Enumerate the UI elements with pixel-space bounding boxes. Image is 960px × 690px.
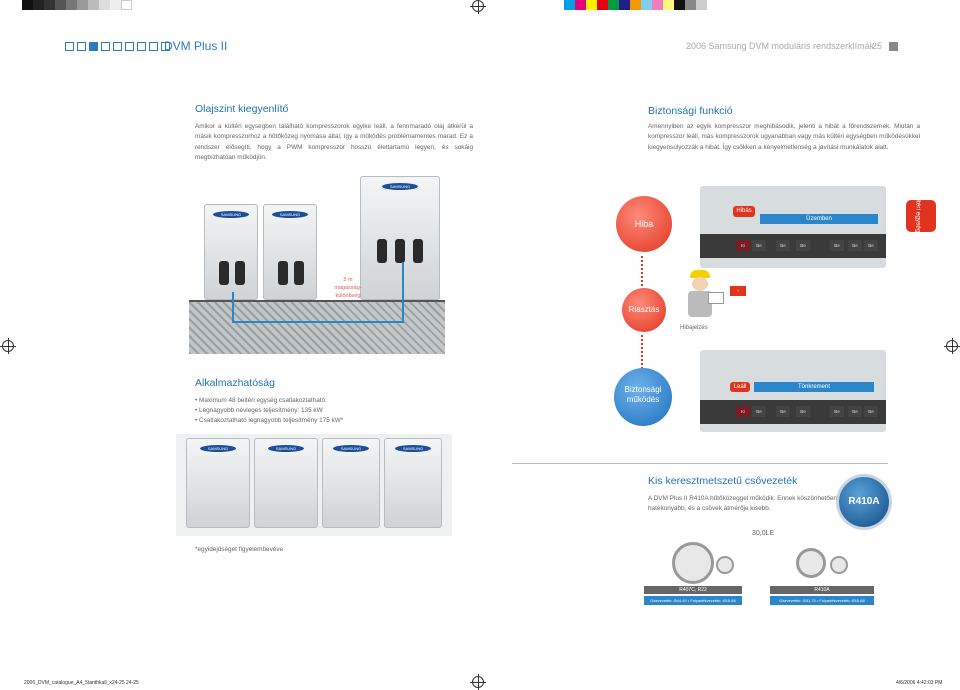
header-square-icon: [889, 42, 898, 51]
apply-item: • Maximum 48 beltéri egység csatlakoztat…: [195, 397, 327, 404]
comp-be-4: Be: [830, 240, 844, 251]
outdoor-unit-1: SAMSUNG: [204, 204, 258, 300]
running-bar: Üzemben: [760, 214, 878, 224]
pipe-title: Kis keresztmetszetű csővezeték: [648, 475, 798, 487]
comp2-be-4: Be: [830, 406, 844, 417]
pipe-vertical-right: [402, 262, 404, 323]
apply-item: • Legnagyobb névleges teljesítmény: 135 …: [195, 407, 323, 414]
fault-circle: Hiba: [616, 196, 672, 252]
oil-title: Olajszint kiegyenlítő: [195, 103, 289, 115]
registration-mark-top: [470, 0, 486, 14]
old-ref-label: R407C, R22: [644, 586, 742, 594]
registration-mark-bottom: [470, 674, 486, 690]
error-report-label: Hibajelzés: [680, 325, 708, 331]
header-squares: [65, 42, 170, 51]
color-calibration-strip-right: [564, 0, 707, 10]
pipe-body: A DVM Plus II R410A hűtőközeggel működik…: [648, 495, 837, 513]
comp2-be-3: Be: [796, 406, 810, 417]
color-calibration-strip: [22, 0, 132, 10]
comp2-be-5: Be: [848, 406, 862, 417]
safe-operation-circle: Biztonsági működés: [614, 368, 672, 426]
footnote: *egyidejűséget figyelembevéve: [195, 546, 284, 553]
faulty-tag: Hibás: [733, 206, 755, 217]
header-title: 2006 Samsung DVM moduláris rendszerklímá…: [686, 41, 875, 51]
outdoor-unit-c: SAMSUNG: [322, 438, 380, 528]
comp-be-1: Be: [752, 240, 766, 251]
comp2-be-1: Be: [752, 406, 766, 417]
comp2-be-2: Be: [776, 406, 790, 417]
comp-be-5: Be: [848, 240, 862, 251]
divider: [512, 463, 888, 464]
apply-list: • Maximum 48 beltéri egység csatlakoztat…: [195, 396, 343, 426]
comp-be-6: Be: [864, 240, 878, 251]
outdoor-unit-tall: SAMSUNG: [360, 176, 440, 300]
comp-ki: Ki: [736, 240, 750, 251]
page-number: 25: [872, 41, 883, 51]
r410a-badge: R410A: [836, 474, 892, 530]
comp2-be-6: Be: [864, 406, 878, 417]
apply-item: • Csatlakoztatható legnagyobb teljesítmé…: [195, 417, 344, 424]
outdoor-unit-a: SAMSUNG: [186, 438, 250, 528]
alarm-circle: Riasztás: [622, 288, 666, 332]
comp2-ki: Ki: [736, 406, 750, 417]
outdoor-unit-d: SAMSUNG: [384, 438, 442, 528]
diff-label: 30,0LE: [752, 530, 775, 537]
height-difference-label: 5 m magasság-különbség: [334, 277, 362, 299]
safety-title: Biztonsági funkció: [648, 105, 733, 117]
dotted-arrow-1: [641, 256, 643, 286]
new-ref-label: R410A: [770, 586, 874, 594]
oil-body: Amikor a kültéri egységben található kom…: [195, 123, 473, 161]
product-name: DVM Plus II: [164, 39, 228, 53]
safety-body: Amennyiben az egyik kompresszor meghibás…: [648, 123, 920, 151]
alert-sign: !: [730, 286, 746, 296]
dotted-arrow-2: [641, 335, 643, 369]
outdoor-units-badge: Kültéri egységek: [906, 191, 936, 240]
outdoor-unit-2: SAMSUNG: [263, 204, 317, 300]
registration-mark-right: [944, 338, 960, 354]
apply-title: Alkalmazhatóság: [195, 377, 275, 389]
outdoor-unit-b: SAMSUNG: [254, 438, 318, 528]
pipe-old-diagram: [650, 540, 750, 586]
stopped-tag: Leáll: [730, 382, 750, 392]
pipe-horizontal: [232, 321, 404, 323]
registration-mark-left: [0, 338, 16, 354]
ground-hatch: [189, 300, 445, 354]
pipe-vertical: [232, 292, 234, 322]
pipe-new-diagram: [772, 540, 872, 586]
old-specs: Gázvezeték: Ø44.45 • Folyadékvezeték: Ø1…: [644, 596, 742, 605]
new-specs: Gázvezeték: Ø31.75 • Folyadékvezeték: Ø1…: [770, 596, 874, 605]
comp-be-3: Be: [796, 240, 810, 251]
footer-left: 2006_DVM_catalogue_A4_5tanthkall_x24-25 …: [24, 680, 139, 686]
technician-icon: [682, 270, 724, 318]
comp-be-2: Be: [776, 240, 790, 251]
backup-bar: Tönkrement: [754, 382, 874, 392]
footer-right: 4/6/2006 4:42:03 PM: [896, 680, 943, 686]
